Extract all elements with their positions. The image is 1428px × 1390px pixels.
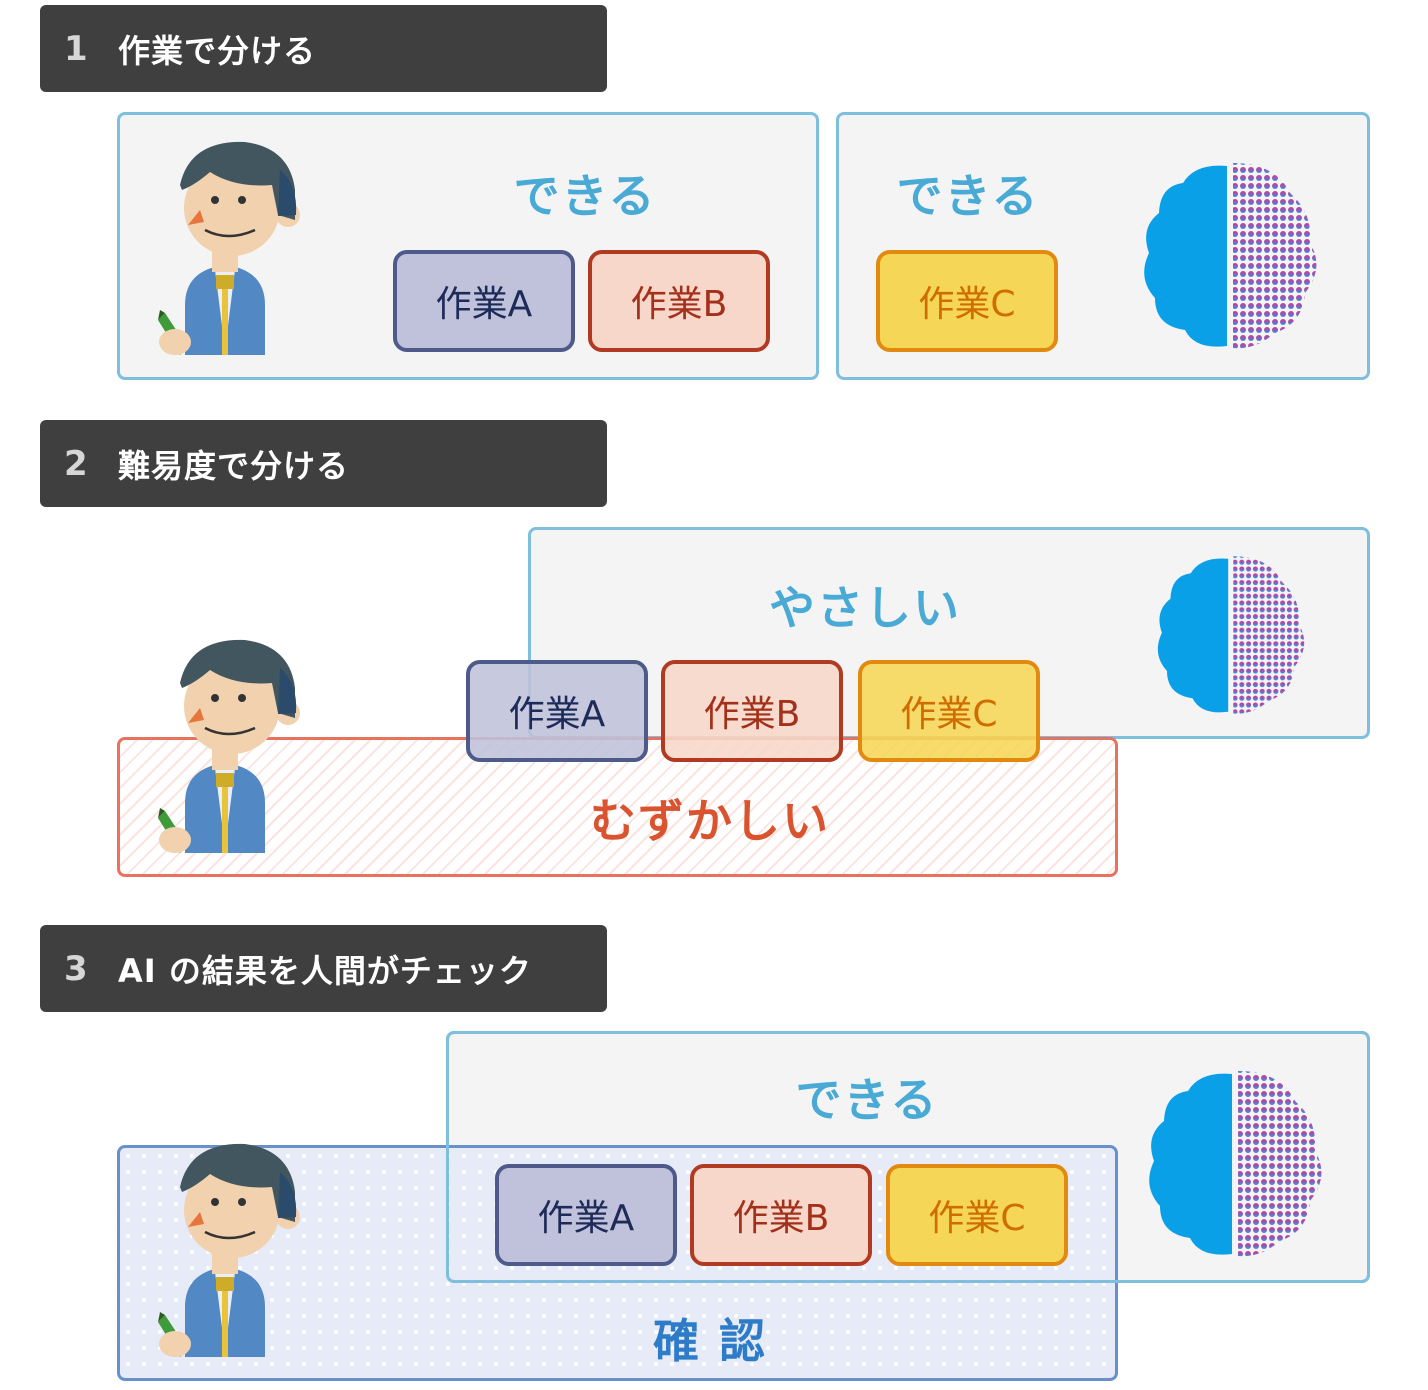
- section-number: 3: [64, 948, 88, 989]
- person-icon: [158, 639, 300, 853]
- section-title: 作業で分ける: [118, 31, 317, 70]
- task-c: 作業C: [886, 1164, 1068, 1266]
- person-icon: [158, 1143, 300, 1357]
- task-a: 作業A: [466, 660, 648, 762]
- section-title: 難易度で分ける: [118, 446, 350, 485]
- task-b: 作業B: [661, 660, 843, 762]
- section-title: AI の結果を人間がチェック: [118, 951, 532, 990]
- brain-ai-icon: [1149, 1071, 1322, 1257]
- ai-panel-outline: [446, 1031, 1370, 1283]
- task-c: 作業C: [876, 250, 1058, 352]
- hard-label: むずかしい: [590, 794, 830, 848]
- section-3-header: 3 AI の結果を人間がチェック: [40, 925, 607, 1012]
- task-a: 作業A: [495, 1164, 677, 1266]
- task-a: 作業A: [393, 250, 575, 352]
- brain-ai-icon: [1157, 556, 1305, 714]
- check-label: 確 認: [652, 1314, 767, 1368]
- section-1-header: 1 作業で分ける: [40, 5, 607, 92]
- brain-ai-icon: [1144, 163, 1317, 349]
- section-2-header: 2 難易度で分ける: [40, 420, 607, 507]
- human-can-label: できる: [513, 169, 657, 223]
- task-c: 作業C: [858, 660, 1040, 762]
- ai-can-label: できる: [896, 169, 1040, 223]
- task-b: 作業B: [690, 1164, 872, 1266]
- easy-label: やさしい: [769, 581, 961, 635]
- section-number: 1: [64, 28, 88, 69]
- section-number: 2: [64, 443, 88, 484]
- person-icon: [158, 141, 300, 355]
- task-b: 作業B: [588, 250, 770, 352]
- ai-can-label: できる: [795, 1073, 939, 1127]
